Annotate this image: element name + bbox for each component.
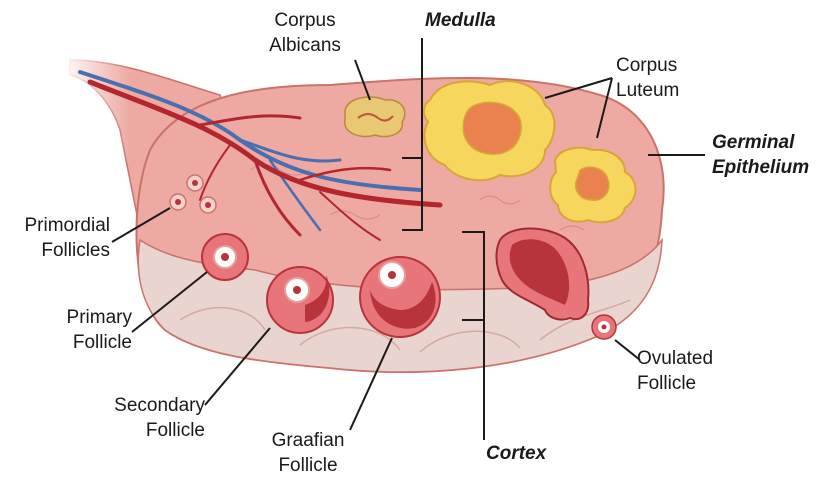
label-secondary-follicle: Secondary Follicle	[95, 393, 205, 443]
label-ovulated-follicle: Ovulated Follicle	[637, 346, 713, 396]
label-corpus-luteum: Corpus Luteum	[616, 53, 679, 103]
label-germinal-epithelium: Germinal Epithelium	[712, 130, 809, 180]
label-graafian-follicle: Graafian Follicle	[258, 428, 358, 478]
label-primordial-follicles: Primordial Follicles	[5, 213, 110, 263]
label-primary-follicle: Primary Follicle	[30, 305, 132, 355]
label-cortex: Cortex	[486, 441, 546, 466]
label-medulla: Medulla	[425, 8, 496, 33]
label-corpus-albicans: Corpus Albicans	[255, 8, 355, 58]
